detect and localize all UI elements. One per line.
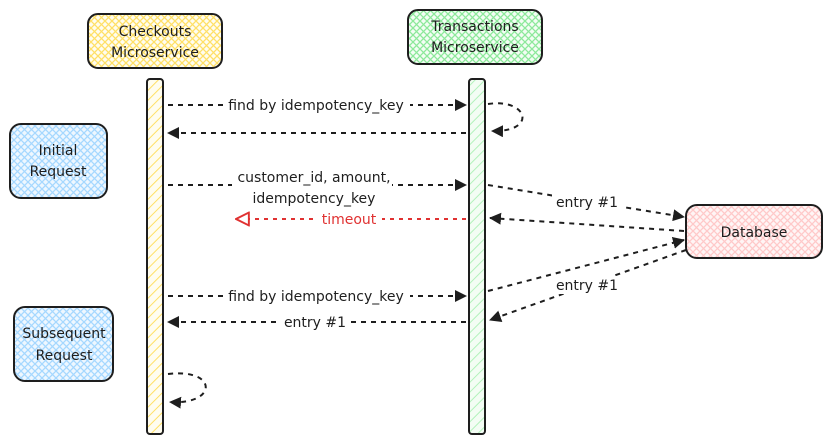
initial-request-box: Initial Request (9, 123, 108, 199)
label-find-by-key-subsequent: find by idempotency_key (228, 289, 404, 305)
database-label: Database (721, 225, 788, 241)
transactions-lifeline (468, 78, 486, 435)
initial-request-line1: Initial (39, 143, 78, 159)
subsequent-request-line1: Subsequent (22, 326, 106, 342)
checkouts-header: Checkouts Microservice (87, 13, 223, 69)
arrow-db-write (487, 184, 685, 222)
label-bg-find1 (224, 95, 410, 115)
label-find-by-key-initial: find by idempotency_key (228, 98, 404, 114)
label-bg-find2 (224, 286, 410, 306)
label-bg-timeout (316, 210, 382, 228)
label-return-entry: entry #1 (284, 315, 346, 331)
label-bg-create (232, 168, 392, 208)
arrow-checkouts-self-loop (167, 372, 207, 409)
database-box: Database (685, 204, 823, 259)
transactions-title-line1: Transactions (430, 19, 518, 35)
initial-request-line2: Request (30, 164, 87, 180)
label-db-write: entry #1 (556, 195, 618, 211)
checkouts-title-line1: Checkouts (119, 24, 192, 40)
label-db-read: entry #1 (556, 278, 618, 294)
arrow-db-read (487, 236, 685, 292)
arrow-db-ack (489, 212, 685, 232)
label-bg-db-read (552, 276, 622, 294)
subsequent-request-box: Subsequent Request (13, 306, 114, 382)
checkouts-lifeline (146, 78, 164, 435)
transactions-title-line2: Microservice (431, 40, 519, 56)
transactions-header: Transactions Microservice (407, 9, 543, 65)
label-bg-return-entry (280, 313, 350, 331)
label-timeout: timeout (322, 212, 377, 228)
label-create-line2: idempotency_key (253, 191, 376, 207)
subsequent-request-line2: Request (36, 348, 93, 364)
label-create-line1: customer_id, amount, (237, 170, 390, 186)
arrow-transactions-self-loop (487, 102, 524, 138)
checkouts-title-line2: Microservice (111, 45, 199, 61)
label-bg-db-write (552, 193, 622, 211)
